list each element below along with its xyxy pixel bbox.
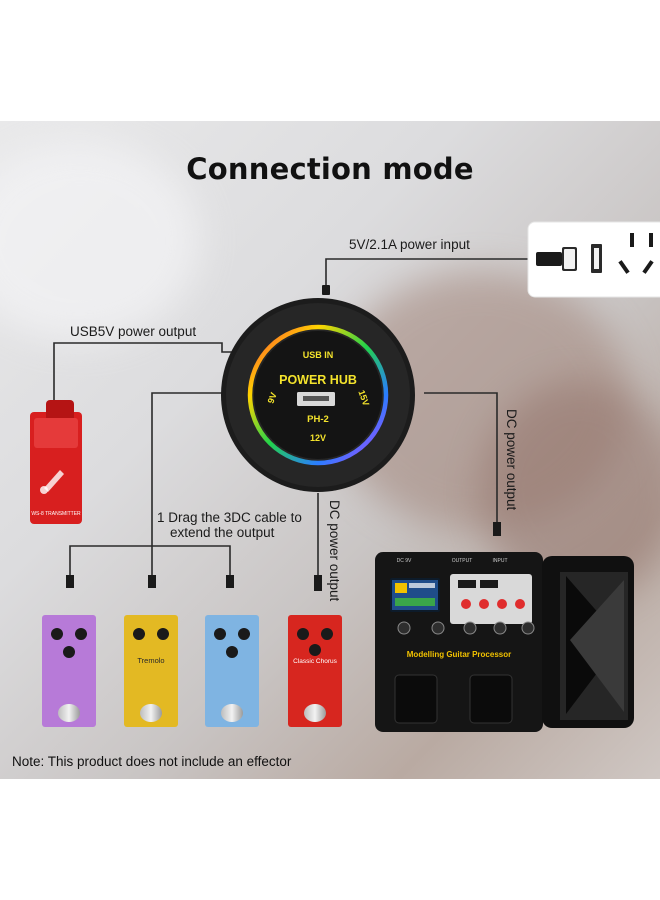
effect-pedals: Tremolo Classic Chorus — [42, 615, 342, 727]
label-drag-cable-2: extend the output — [170, 525, 275, 540]
pedal-purple — [42, 615, 96, 727]
usb-input-cable — [325, 258, 528, 290]
label-dc-output-right: DC power output — [504, 409, 519, 511]
dc-plug — [493, 522, 501, 536]
dc-cable-left — [151, 392, 224, 575]
dc-plug — [314, 575, 322, 591]
page-title: Connection mode — [186, 152, 474, 186]
hub-9v: 9V — [266, 391, 279, 405]
guitar-processor: Modelling Guitar Processor DC 9V OUTPUT … — [375, 552, 634, 732]
note-text: Note: This product does not include an e… — [12, 754, 292, 769]
hub-usb-in: USB IN — [303, 350, 334, 360]
guitar-logo-icon — [44, 470, 64, 492]
hub-model: PH-2 — [307, 414, 329, 425]
hub-12v: 12V — [310, 433, 326, 443]
pedal-blue — [205, 615, 259, 727]
wall-outlet — [527, 221, 660, 298]
dc-plug — [148, 575, 156, 588]
processor-input-label: INPUT — [493, 558, 508, 564]
label-usb-output: USB5V power output — [70, 324, 197, 339]
wireless-transmitter: WS-8 TRANSMITTER — [30, 400, 82, 524]
pedal-red: Classic Chorus — [288, 615, 342, 727]
pedal-yellow: Tremolo — [124, 615, 178, 727]
label-power-input: 5V/2.1A power input — [349, 237, 470, 252]
dc-plug — [226, 575, 234, 588]
hub-name: POWER HUB — [279, 373, 357, 387]
usb-plug-icon — [536, 252, 562, 266]
dc-cable-processor — [424, 392, 498, 525]
transmitter-label: WS-8 TRANSMITTER — [31, 511, 81, 517]
dc-plug — [66, 575, 74, 588]
processor-dc-label: DC 9V — [397, 558, 412, 564]
power-hub — [221, 298, 415, 492]
label-drag-cable-1: 1 Drag the 3DC cable to — [157, 510, 302, 525]
processor-output-label: OUTPUT — [452, 558, 473, 564]
processor-name: Modelling Guitar Processor — [407, 650, 511, 659]
label-dc-output-left: DC power output — [327, 500, 342, 602]
usb-plug — [322, 285, 330, 295]
pedal-name-chorus: Classic Chorus — [293, 658, 337, 665]
dc-extension-cable — [69, 545, 231, 575]
pedal-name-tremolo: Tremolo — [137, 656, 164, 665]
